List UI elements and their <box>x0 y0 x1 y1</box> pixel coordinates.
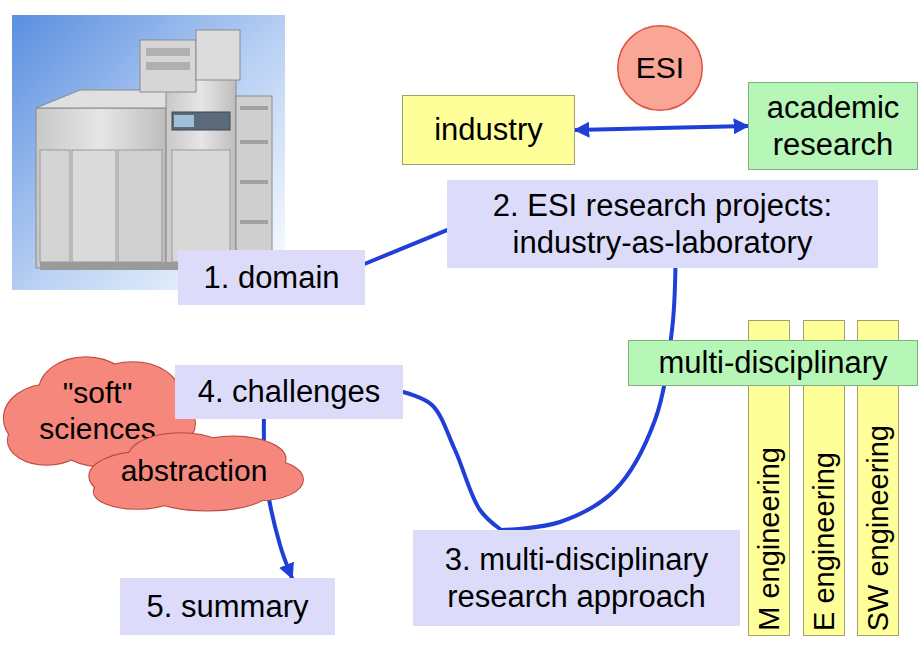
topic-box: 4. challenges <box>175 365 403 419</box>
partner-box: academic research <box>748 82 918 170</box>
topic-box: 3. multi-disciplinary research approach <box>413 530 740 626</box>
challenge-cloud: abstraction <box>85 428 303 514</box>
node-label: "soft" sciences <box>23 375 173 447</box>
connector-line <box>575 126 748 130</box>
topic-box: 5. summary <box>120 578 335 635</box>
node-label: 5. summary <box>147 588 309 625</box>
node-label: industry <box>434 111 543 148</box>
node-label: multi-disciplinary <box>658 344 887 381</box>
node-label: ESI <box>636 50 684 86</box>
connector-line <box>501 268 675 530</box>
node-label: abstraction <box>121 453 268 489</box>
connector-line <box>365 230 447 264</box>
node-label: 2. ESI research projects: industry-as-la… <box>447 187 878 261</box>
node-label: 3. multi-disciplinary research approach <box>413 541 740 615</box>
partner-box: industry <box>402 95 575 165</box>
topic-box: 1. domain <box>178 250 365 305</box>
node-label: 4. challenges <box>198 373 381 410</box>
topic-box: 2. ESI research projects: industry-as-la… <box>447 180 878 268</box>
discipline-header: multi-disciplinary <box>628 340 918 386</box>
node-label: M engineering <box>752 447 787 631</box>
node-label: 1. domain <box>203 259 339 296</box>
organisation-circle: ESI <box>616 24 704 112</box>
node-label: E engineering <box>807 452 842 631</box>
connector-line <box>403 392 501 530</box>
node-label: academic research <box>749 89 917 163</box>
node-label: SW engineering <box>861 425 896 631</box>
